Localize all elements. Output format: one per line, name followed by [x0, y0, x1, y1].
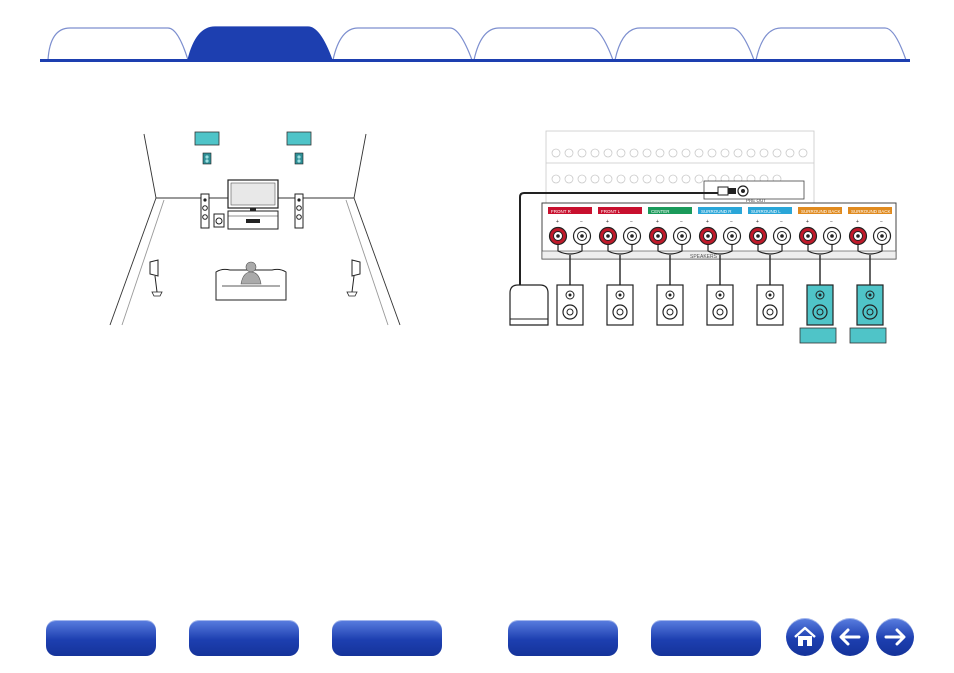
nav-button-2[interactable]: [189, 620, 299, 656]
surround-r-speaker-icon: [346, 259, 361, 297]
subwoofer-cable: [519, 192, 718, 285]
svg-text:+: +: [806, 219, 809, 225]
terminal-label: SURROUND R: [701, 209, 732, 214]
svg-text:+: +: [706, 219, 709, 225]
forward-button[interactable]: [876, 618, 914, 656]
tab-6[interactable]: [757, 26, 905, 60]
arrow-right-icon: [884, 628, 906, 646]
nav-button-1[interactable]: [46, 620, 156, 656]
svg-text:−: −: [630, 219, 633, 225]
tab-bar: [40, 26, 910, 62]
front-height-r-speaker-icon: [294, 152, 304, 165]
arrow-left-icon: [839, 628, 861, 646]
terminal-label: CENTER: [651, 209, 670, 214]
tv-icon: [227, 179, 279, 230]
svg-text:+: +: [606, 219, 609, 225]
speaker-layout-diagram: [100, 120, 410, 330]
terminal-label: FRONT R: [551, 209, 572, 214]
tab-4[interactable]: [475, 26, 613, 60]
nav-button-4[interactable]: [508, 620, 618, 656]
svg-text:−: −: [780, 219, 783, 225]
home-icon: [794, 626, 816, 646]
speakers-label: SPEAKERS: [690, 254, 718, 260]
subwoofer-unit-icon: [509, 284, 549, 326]
speaker-terminals: FRONT R + − FRONT L + − CENTER + − SURROUND R + − SU…: [548, 207, 895, 246]
room-illustration: [109, 131, 401, 326]
connected-speakers: [556, 245, 884, 326]
terminal-label-strip: [748, 207, 792, 214]
front-r-speaker-icon: [294, 193, 304, 229]
svg-text:+: +: [656, 219, 659, 225]
faded-panel-section: [545, 130, 815, 204]
receiver-rear-panel: SPEAKERS PRE OUT FRONT R + − FRONT L + − CENTE…: [509, 130, 897, 344]
nav-button-3[interactable]: [332, 620, 442, 656]
terminal-label-strip: [848, 207, 892, 214]
surround-back-r-marker: [799, 327, 837, 344]
svg-text:−: −: [730, 219, 733, 225]
pre-out-subwoofer-jack: PRE OUT: [703, 180, 805, 203]
terminal-label-strip: [648, 207, 692, 214]
pre-out-label: PRE OUT: [746, 198, 766, 203]
front-height-r-marker: [286, 131, 312, 146]
nav-button-5[interactable]: [651, 620, 761, 656]
subwoofer-icon: [213, 213, 225, 228]
tab-2-active[interactable]: [190, 26, 332, 60]
front-height-l-speaker-icon: [202, 152, 212, 165]
terminal-label: FRONT L: [601, 209, 621, 214]
svg-text:−: −: [880, 219, 883, 225]
terminal-label-strip: [598, 207, 642, 214]
terminal-label: SURROUND BACK L: [851, 209, 895, 214]
svg-text:+: +: [756, 219, 759, 225]
svg-text:−: −: [830, 219, 833, 225]
front-height-l-marker: [194, 131, 220, 146]
terminal-label: SURROUND BACK R: [801, 209, 846, 214]
speaker-wiring-diagram: SPEAKERS PRE OUT FRONT R + − FRONT L + − CENTE…: [500, 125, 900, 345]
svg-text:+: +: [856, 219, 859, 225]
terminal-label-strip: [798, 207, 842, 214]
front-l-speaker-icon: [200, 193, 210, 229]
surround-l-speaker-icon: [149, 259, 163, 297]
tab-5[interactable]: [616, 26, 754, 60]
listener-couch-icon: [215, 261, 287, 301]
rca-plug-icon: [717, 186, 736, 196]
svg-text:−: −: [680, 219, 683, 225]
tab-1[interactable]: [50, 26, 188, 60]
terminal-label-strip: [698, 207, 742, 214]
home-button[interactable]: [786, 618, 824, 656]
terminal-label-strip: [548, 207, 592, 214]
terminal-label: SURROUND L: [751, 209, 781, 214]
tab-3[interactable]: [334, 26, 472, 60]
surround-back-l-marker: [849, 327, 887, 344]
svg-text:−: −: [580, 219, 583, 225]
back-button[interactable]: [831, 618, 869, 656]
svg-text:+: +: [556, 219, 559, 225]
tab-bar-graphic: [40, 26, 910, 62]
